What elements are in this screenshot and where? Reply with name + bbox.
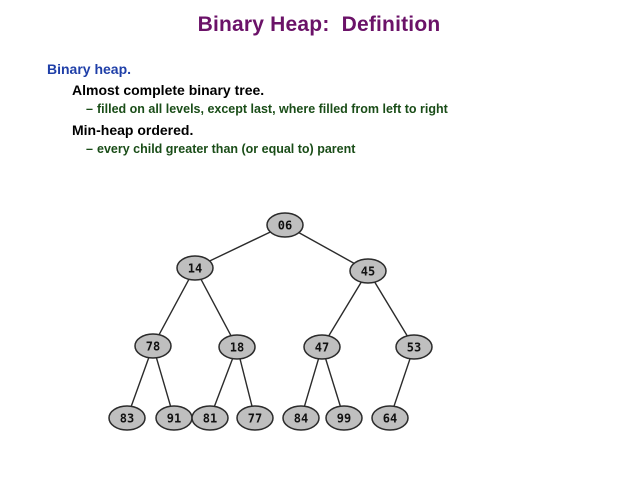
bullet-list: Binary heap. Almost complete binary tree.… xyxy=(0,62,638,162)
tree-node-label: 06 xyxy=(278,219,292,233)
bullet-item-2: –filled on all levels, except last, wher… xyxy=(86,103,638,116)
tree-node-label: 14 xyxy=(188,262,202,276)
tree-edge-n14-n18 xyxy=(200,278,232,337)
tree-node-shape xyxy=(266,212,304,238)
tree-node-label: 47 xyxy=(315,341,329,355)
tree-node-label: 83 xyxy=(120,412,134,426)
tree-node-84[interactable]: 84 xyxy=(282,405,320,431)
tree-node-64[interactable]: 64 xyxy=(371,405,409,431)
tree-node-shape xyxy=(191,405,229,431)
bullet-item-4: –every child greater than (or equal to) … xyxy=(86,141,638,156)
tree-node-shape xyxy=(134,333,172,359)
tree-node-shape xyxy=(155,405,193,431)
tree-node-83[interactable]: 83 xyxy=(108,405,146,431)
tree-edge-n78-n91 xyxy=(155,357,172,407)
tree-node-label: 45 xyxy=(361,265,375,279)
tree-node-label: 99 xyxy=(337,412,351,426)
tree-node-shape xyxy=(349,258,387,284)
tree-node-shape xyxy=(218,334,256,360)
tree-edge-n45-n53 xyxy=(374,281,408,337)
bullet-dash-icon: – xyxy=(86,102,93,116)
tree-node-45[interactable]: 45 xyxy=(349,258,387,284)
tree-node-shape xyxy=(303,334,341,360)
tree-edge-n14-n78 xyxy=(158,278,190,336)
tree-node-47[interactable]: 47 xyxy=(303,334,341,360)
tree-node-label: 53 xyxy=(407,341,421,355)
bullet-text: every child greater than (or equal to) p… xyxy=(97,141,356,156)
bullet-dash-icon: – xyxy=(86,141,93,156)
bullet-text: Almost complete binary tree. xyxy=(72,82,265,98)
bullet-item-0: Binary heap. xyxy=(47,62,638,76)
bullet-text: Min-heap ordered. xyxy=(72,121,194,138)
tree-node-shape xyxy=(282,405,320,431)
tree-node-label: 78 xyxy=(146,340,160,354)
tree-edge-n78-n83 xyxy=(130,357,150,407)
tree-node-label: 81 xyxy=(203,412,217,426)
tree-edge-layer xyxy=(130,231,411,407)
tree-node-label: 64 xyxy=(383,412,397,426)
tree-node-shape xyxy=(236,405,274,431)
tree-node-06[interactable]: 06 xyxy=(266,212,304,238)
tree-edge-n47-n84 xyxy=(303,358,320,407)
tree-node-shape xyxy=(325,405,363,431)
tree-node-label: 77 xyxy=(248,412,262,426)
tree-node-99[interactable]: 99 xyxy=(325,405,363,431)
bullet-item-1: Almost complete binary tree. xyxy=(72,83,638,97)
tree-node-91[interactable]: 91 xyxy=(155,405,193,431)
tree-node-78[interactable]: 78 xyxy=(134,333,172,359)
page-title: Binary Heap: Definition xyxy=(197,13,441,36)
bullet-item-3: Min-heap ordered. xyxy=(72,123,638,137)
bullet-text: Binary heap. xyxy=(47,61,132,77)
tree-node-shape xyxy=(176,255,214,281)
tree-node-18[interactable]: 18 xyxy=(218,334,256,360)
tree-node-label: 91 xyxy=(167,412,181,426)
tree-node-14[interactable]: 14 xyxy=(176,255,214,281)
tree-node-shape xyxy=(371,405,409,431)
tree-node-layer: 06 14 45 78 18 47 53 83 91 81 77 84 99 64 xyxy=(108,212,433,431)
tree-node-label: 84 xyxy=(294,412,308,426)
tree-edge-n18-n81 xyxy=(213,358,234,407)
tree-node-77[interactable]: 77 xyxy=(236,405,274,431)
tree-node-label: 18 xyxy=(230,341,244,355)
tree-edge-n06-n14 xyxy=(209,231,271,262)
tree-node-81[interactable]: 81 xyxy=(191,405,229,431)
tree-edge-n18-n77 xyxy=(239,358,253,407)
tree-node-shape xyxy=(108,405,146,431)
tree-edge-n47-n99 xyxy=(324,358,342,407)
tree-node-53[interactable]: 53 xyxy=(395,334,433,360)
tree-edge-n06-n45 xyxy=(298,232,355,264)
tree-node-shape xyxy=(395,334,433,360)
tree-edge-n45-n47 xyxy=(328,281,362,337)
tree-edge-n53-n64 xyxy=(393,358,411,407)
bullet-text: filled on all levels, except last, where… xyxy=(97,102,448,116)
